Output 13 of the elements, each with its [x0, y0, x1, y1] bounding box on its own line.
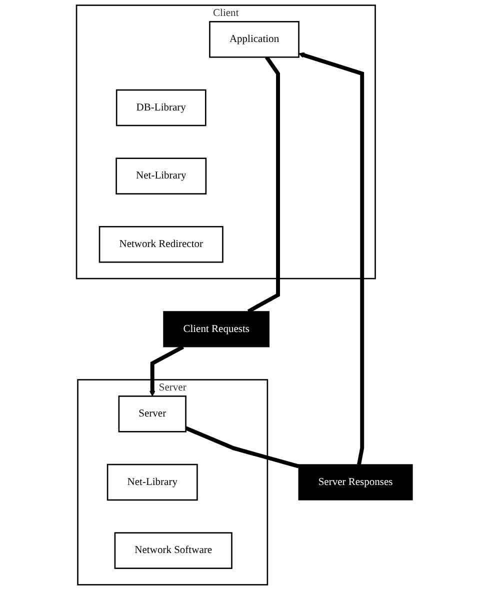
node-box: Server Responses	[298, 464, 413, 500]
node-box: Client Requests	[163, 311, 270, 348]
arrow	[298, 52, 364, 465]
connector	[185, 426, 300, 468]
node-box: Server	[118, 396, 186, 432]
node-box: Network Redirector	[98, 226, 224, 263]
node-box: Net-Library	[116, 158, 207, 194]
arrow	[149, 345, 184, 396]
connector	[247, 56, 280, 314]
node-box: Net-Library	[106, 464, 198, 501]
node-box: Application	[209, 21, 300, 58]
node-box: DB-Library	[116, 89, 206, 126]
node-box: Network Software	[114, 532, 232, 569]
